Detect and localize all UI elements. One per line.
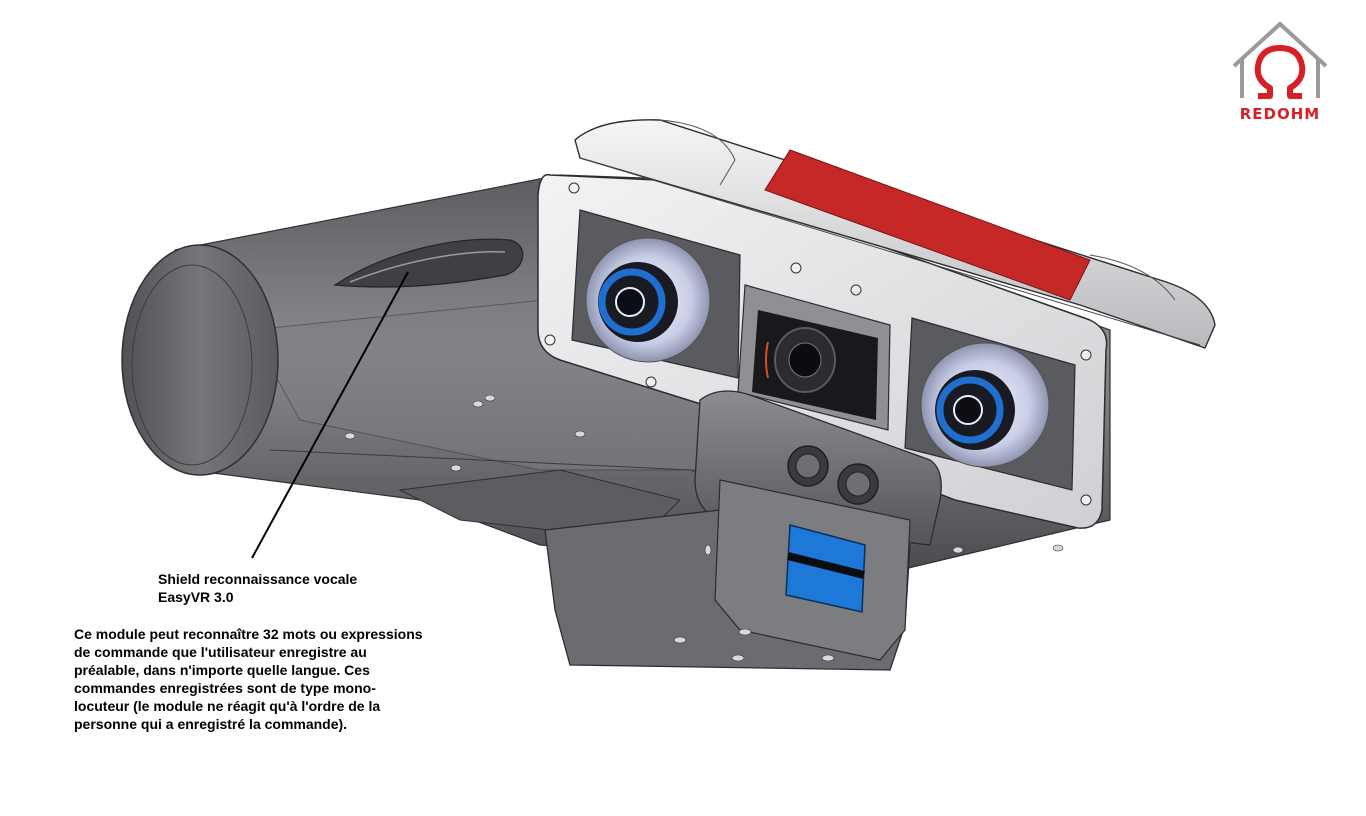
center-camera <box>737 284 891 431</box>
redohm-logo: REDOHM <box>1228 18 1332 126</box>
callout-title-line-2: EasyVR 3.0 <box>158 589 234 605</box>
callout-title-line-1: Shield reconnaissance vocale <box>158 571 358 587</box>
left-eye <box>571 209 741 379</box>
callout-leader-line <box>251 271 409 559</box>
display-box <box>544 479 911 671</box>
description-line-1: Ce module peut reconnaître 32 mots ou ex… <box>74 626 423 642</box>
right-eye <box>904 317 1076 491</box>
rear-cap <box>121 244 279 476</box>
logo-text: REDOHM <box>1239 105 1321 123</box>
top-lid <box>574 119 1216 349</box>
description-line-2: de commande que l'utilisateur enregistre… <box>74 644 367 660</box>
side-slot <box>333 238 524 288</box>
description-line-3: préalable, dans n'importe quelle langue.… <box>74 662 370 678</box>
body-screw-holes <box>344 394 1064 554</box>
description-line-4: commandes enregistrées sont de type mono… <box>74 680 376 696</box>
description-line-6: personne qui a enregistré la commande). <box>74 716 348 732</box>
house-omega-icon <box>1232 21 1328 99</box>
callout-description: Ce module peut reconnaître 32 mots ou ex… <box>74 625 464 733</box>
description-line-5: locuteur (le module ne réagit qu'à l'ord… <box>74 698 381 714</box>
callout-title: Shield reconnaissance vocale EasyVR 3.0 <box>158 570 478 606</box>
